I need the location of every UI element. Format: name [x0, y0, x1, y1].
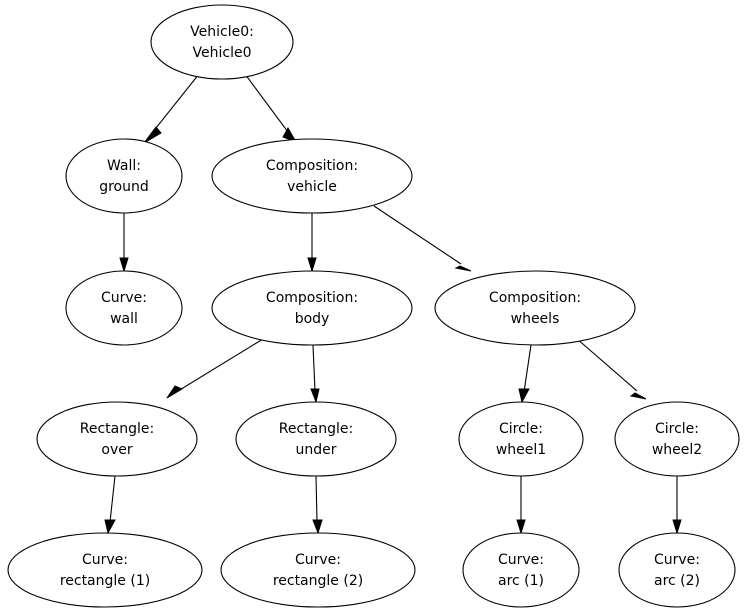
graph-node[interactable]: Curve: wall: [65, 270, 183, 346]
node-label-name: vehicle: [287, 179, 337, 195]
graph-node[interactable]: Rectangle: under: [235, 401, 397, 477]
edge-arrowhead: [312, 519, 323, 535]
node-label-name: wheel1: [496, 442, 546, 458]
node-label-name: rectangle (2): [273, 573, 363, 589]
node-ellipse[interactable]: [150, 4, 294, 80]
graph-node[interactable]: Curve: arc (1): [462, 532, 580, 608]
node-label-type: Curve:: [82, 552, 128, 568]
node-label-type: Rectangle:: [80, 421, 154, 437]
node-label-name: wheel2: [652, 442, 702, 458]
graph-edge: [312, 475, 323, 535]
edge-line: [151, 73, 200, 134]
graph-node[interactable]: Rectangle: over: [36, 401, 198, 477]
nodes-layer: Vehicle0:Vehicle0Wall:groundComposition:…: [7, 4, 740, 608]
edge-line: [312, 344, 316, 392]
node-label-type: Composition:: [266, 158, 358, 174]
node-label-type: Circle:: [655, 421, 699, 437]
graph-node[interactable]: Composition: wheels: [434, 270, 636, 346]
graph-edge: [373, 205, 472, 272]
graph-node[interactable]: Curve: rectangle (1): [7, 532, 203, 608]
node-label-type: Wall:: [107, 158, 141, 174]
edge-line: [315, 475, 318, 523]
node-label-type: Circle:: [499, 421, 543, 437]
graph-node[interactable]: Circle: wheel2: [614, 401, 740, 477]
graph-edge: [575, 337, 647, 400]
graph-edge: [143, 73, 200, 144]
graph-edge: [244, 73, 298, 143]
node-label-type: Curve:: [295, 552, 341, 568]
graph-node[interactable]: Circle: wheel1: [458, 401, 584, 477]
node-label-name: over: [101, 442, 132, 458]
node-label-type: Curve:: [498, 552, 544, 568]
edge-arrowhead: [307, 257, 317, 273]
edge-line: [177, 338, 264, 392]
edge-arrowhead: [454, 265, 472, 272]
graph-edge: [307, 213, 317, 273]
graph-edge: [104, 475, 116, 535]
node-ellipse[interactable]: [211, 138, 413, 214]
node-label-name: wall: [110, 311, 138, 327]
node-ellipse[interactable]: [614, 401, 740, 477]
node-ellipse[interactable]: [462, 532, 580, 608]
node-label-type: Curve:: [654, 552, 700, 568]
node-label-type: Curve:: [101, 290, 147, 306]
edge-arrowhead: [629, 392, 647, 400]
node-ellipse[interactable]: [7, 532, 203, 608]
edge-arrowhead: [119, 257, 129, 273]
node-ellipse[interactable]: [211, 270, 413, 346]
node-label-name: wheels: [511, 311, 560, 327]
graph-node[interactable]: Wall: ground: [65, 138, 183, 214]
edge-line: [523, 344, 532, 393]
graph-node[interactable]: Composition: body: [211, 270, 413, 346]
node-ellipse[interactable]: [618, 532, 736, 608]
graph-edge: [166, 338, 264, 399]
node-ellipse[interactable]: [36, 401, 198, 477]
node-label-type: Rectangle:: [279, 421, 353, 437]
node-label-name: arc (1): [498, 573, 544, 589]
node-ellipse[interactable]: [434, 270, 636, 346]
node-ellipse[interactable]: [65, 138, 183, 214]
edge-arrowhead: [166, 385, 184, 399]
edge-line: [244, 73, 289, 133]
node-ellipse[interactable]: [65, 270, 183, 346]
edge-arrowhead: [104, 519, 116, 535]
node-label-type: Composition:: [266, 290, 358, 306]
edge-arrowhead: [310, 388, 320, 404]
graph-edge: [672, 476, 682, 535]
edge-arrowhead: [516, 519, 526, 535]
graph-edge: [119, 213, 129, 273]
graph-node[interactable]: Curve: arc (2): [618, 532, 736, 608]
node-label-type: Vehicle0:: [190, 24, 254, 40]
node-label-name: body: [295, 311, 330, 327]
graph-node[interactable]: Composition: vehicle: [211, 138, 413, 214]
node-label-name: arc (2): [654, 573, 700, 589]
node-label-name: Vehicle0: [193, 45, 252, 61]
edge-arrowhead: [518, 388, 530, 404]
edge-line: [373, 205, 462, 265]
graph-node[interactable]: Curve: rectangle (2): [220, 532, 416, 608]
edge-line: [575, 337, 638, 392]
node-ellipse[interactable]: [458, 401, 584, 477]
edge-line: [109, 475, 116, 523]
graph-edge: [516, 476, 526, 535]
node-label-name: under: [295, 442, 336, 458]
node-label-type: Composition:: [489, 290, 581, 306]
edge-arrowhead: [143, 126, 162, 144]
node-label-name: ground: [99, 179, 149, 195]
node-ellipse[interactable]: [220, 532, 416, 608]
edge-arrowhead: [672, 519, 682, 535]
graph-edge: [518, 344, 532, 404]
graph-node[interactable]: Vehicle0: Vehicle0: [150, 4, 294, 80]
node-ellipse[interactable]: [235, 401, 397, 477]
graph-edge: [310, 344, 320, 404]
node-label-name: rectangle (1): [60, 573, 150, 589]
